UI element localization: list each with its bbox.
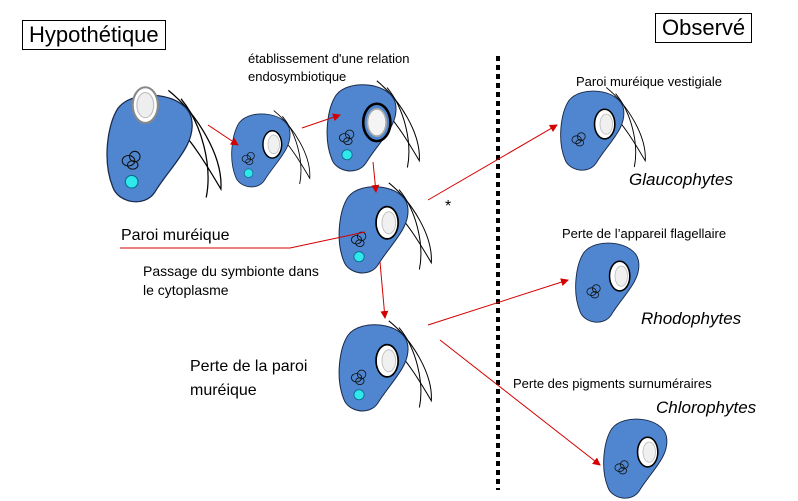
nucleus bbox=[124, 174, 139, 189]
granule-cluster bbox=[586, 284, 601, 299]
flagellum bbox=[398, 327, 422, 408]
flagellum bbox=[386, 87, 410, 168]
cell-body bbox=[106, 94, 193, 203]
relation-label-line1: établissement d'une relation bbox=[248, 51, 410, 66]
symbiont bbox=[366, 107, 388, 137]
chlorophytes-label: Chlorophytes bbox=[656, 398, 757, 417]
arrow-3-to-4 bbox=[371, 161, 380, 193]
granule-cluster bbox=[241, 151, 255, 165]
glaucophytes-label: Glaucophytes bbox=[629, 170, 733, 189]
cell-glaucophyte bbox=[560, 87, 646, 171]
cell-3-endosymbiosis bbox=[326, 80, 420, 172]
arrow-to-glaucophytes bbox=[427, 124, 558, 201]
paroi-label: Paroi muréique bbox=[121, 227, 230, 244]
nucleus bbox=[353, 251, 365, 263]
granule-cluster bbox=[614, 460, 629, 475]
relation-label-line2: endosymbiotique bbox=[248, 69, 347, 84]
granule-cluster bbox=[350, 231, 367, 247]
cell-body bbox=[326, 84, 397, 172]
arrow-1-to-2 bbox=[207, 124, 239, 146]
cell-2 bbox=[231, 110, 311, 188]
asterisk-mark: * bbox=[445, 198, 452, 215]
header-hypothetique: Hypothétique bbox=[22, 20, 166, 50]
chlorophytes-caption: Perte des pigments surnuméraires bbox=[513, 376, 712, 391]
cell-1-free-symbiont bbox=[106, 86, 222, 203]
nucleus bbox=[341, 149, 353, 161]
flagellum bbox=[398, 189, 422, 270]
cell-rhodophyte bbox=[575, 242, 640, 323]
flagellum bbox=[180, 98, 209, 198]
flagellum bbox=[615, 93, 637, 168]
glaucophytes-caption: Paroi muréique vestigiale bbox=[576, 74, 722, 89]
nucleus bbox=[243, 168, 254, 178]
symbiont-wall bbox=[361, 102, 392, 143]
arrow-4-to-5 bbox=[379, 261, 389, 319]
rhodophytes-label: Rhodophytes bbox=[641, 309, 742, 328]
granule-cluster bbox=[338, 129, 355, 145]
arrow-to-chlorophytes bbox=[439, 339, 601, 466]
cell-chlorophyte bbox=[603, 418, 668, 499]
cell-5-perte-paroi bbox=[338, 320, 432, 412]
granule-cluster bbox=[350, 369, 367, 385]
perte-label-line1: Perte de la paroi bbox=[190, 358, 308, 375]
arrow-2-to-3 bbox=[301, 113, 341, 129]
passage-label-line1: Passage du symbionte dans bbox=[143, 263, 319, 279]
rhodophytes-caption: Perte de l’appareil flagellaire bbox=[562, 226, 727, 241]
nucleus bbox=[353, 389, 365, 401]
paroi-pointer bbox=[120, 231, 366, 249]
header-observe: Observé bbox=[655, 13, 753, 43]
granule-cluster bbox=[571, 132, 586, 147]
granule-cluster bbox=[121, 150, 141, 170]
arrow-to-rhodophytes bbox=[427, 278, 569, 326]
passage-label-line2: le cytoplasme bbox=[143, 282, 229, 298]
cell-4-paroi bbox=[338, 182, 432, 274]
flagellum bbox=[282, 116, 302, 185]
perte-label-line2: muréique bbox=[190, 382, 257, 399]
